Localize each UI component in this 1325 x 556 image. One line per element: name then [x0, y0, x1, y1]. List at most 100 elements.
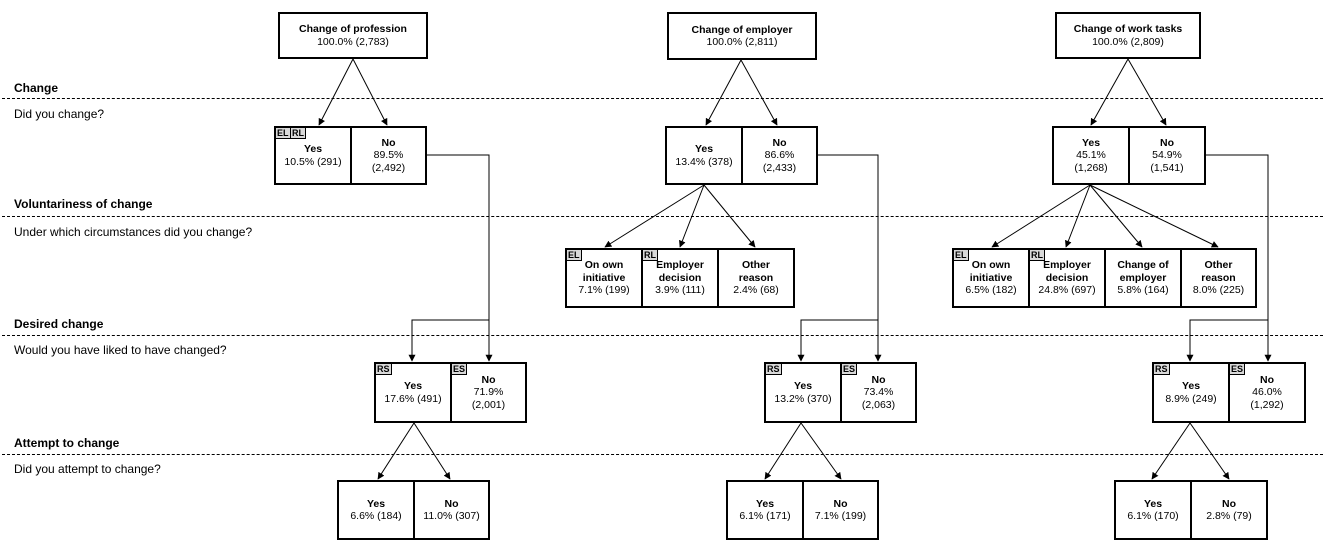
- node-value: 7.1% (199): [814, 510, 867, 522]
- tag-el: EL: [275, 127, 291, 139]
- profession-attempt-no: No 11.0% (307): [413, 480, 490, 540]
- node-label-line2: reason: [1201, 271, 1236, 284]
- node-title: Change of work tasks: [1073, 23, 1183, 35]
- node-label: No: [444, 497, 459, 510]
- question-attempt: Did you attempt to change?: [14, 462, 161, 476]
- node-label: On own: [584, 259, 624, 272]
- tag-es: ES: [841, 363, 858, 375]
- node-value-count: (1,541): [1150, 161, 1184, 174]
- node-label: Yes: [793, 380, 813, 392]
- node-value: 10.5% (291): [284, 155, 342, 168]
- worktasks-attempt-no: No 2.8% (79): [1190, 480, 1268, 540]
- node-value: 3.9% (111): [655, 284, 705, 297]
- tag-rl: RL: [642, 249, 658, 261]
- node-value-count: (2,492): [371, 161, 406, 174]
- employer-attempt-yes: Yes 6.1% (171): [726, 480, 804, 540]
- node-value: 8.9% (249): [1165, 392, 1217, 405]
- section-label-attempt: Attempt to change: [14, 436, 120, 450]
- node-value: 6.5% (182): [965, 284, 1017, 297]
- node-label-line2: decision: [658, 271, 702, 284]
- node-label: Other: [741, 259, 770, 272]
- tag-rl: RL: [290, 127, 306, 139]
- worktasks-circumstance-employer-decision: RL Employer decision 24.8% (697): [1028, 248, 1106, 308]
- node-label: No: [772, 136, 787, 149]
- employer-circumstance-employer-decision: RL Employer decision 3.9% (111): [641, 248, 719, 308]
- profession-desired-no: ES No 71.9% (2,001): [450, 362, 527, 423]
- node-value: 54.9%: [1152, 149, 1182, 162]
- node-label: Yes: [303, 143, 323, 155]
- node-value: 100.0% (2,809): [1092, 35, 1164, 48]
- node-label: No: [871, 373, 886, 386]
- node-value: 89.5%: [373, 149, 404, 162]
- profession-change-no: No 89.5% (2,492): [350, 126, 427, 185]
- node-label: Yes: [1081, 136, 1101, 149]
- node-value: 13.2% (370): [774, 392, 832, 405]
- node-label: No: [1260, 373, 1274, 386]
- node-label: No: [833, 497, 848, 510]
- divider-voluntariness: [2, 216, 1323, 217]
- node-label-line2: initiative: [582, 271, 626, 284]
- tag-el: EL: [953, 249, 969, 261]
- node-label-line2: reason: [738, 271, 774, 284]
- node-value: 86.6%: [764, 149, 795, 162]
- worktasks-desired-yes: RS Yes 8.9% (249): [1152, 362, 1230, 423]
- node-label: Employer: [1043, 259, 1091, 272]
- worktasks-circumstance-other-reason: Other reason 8.0% (225): [1180, 248, 1257, 308]
- tag-rl: RL: [1029, 249, 1045, 261]
- node-label: No: [1160, 136, 1174, 149]
- node-label: Yes: [1143, 497, 1163, 510]
- node-value-count: (1,268): [1074, 161, 1108, 174]
- node-label: Yes: [1181, 380, 1201, 392]
- section-label-desired-change: Desired change: [14, 317, 104, 331]
- node-value: 46.0%: [1252, 386, 1282, 399]
- node-label: No: [481, 373, 496, 386]
- node-value: 11.0% (307): [423, 510, 480, 522]
- node-label: On own: [971, 259, 1011, 272]
- node-title: Change of profession: [299, 23, 407, 35]
- node-label: Employer: [656, 259, 704, 272]
- node-value: 71.9%: [473, 386, 504, 399]
- node-label: No: [1222, 497, 1236, 510]
- node-label: Other: [1204, 259, 1233, 272]
- root-change-of-profession: Change of profession 100.0% (2,783): [278, 12, 428, 59]
- root-change-of-employer: Change of employer 100.0% (2,811): [667, 12, 817, 60]
- worktasks-circumstance-own-initiative: EL On own initiative 6.5% (182): [952, 248, 1030, 308]
- employer-circumstance-own-initiative: EL On own initiative 7.1% (199): [565, 248, 643, 308]
- node-label-line2: initiative: [969, 271, 1013, 284]
- node-label-line2: employer: [1119, 271, 1167, 284]
- divider-attempt: [2, 454, 1323, 455]
- node-value: 13.4% (378): [675, 155, 733, 168]
- node-label: Yes: [403, 380, 423, 392]
- worktasks-change-no: No 54.9% (1,541): [1128, 126, 1206, 185]
- node-value: 6.1% (171): [739, 510, 791, 522]
- node-label: No: [381, 136, 396, 149]
- employer-change-yes: Yes 13.4% (378): [665, 126, 743, 185]
- employer-change-no: No 86.6% (2,433): [741, 126, 818, 185]
- node-title: Change of employer: [691, 23, 793, 36]
- question-did-you-change: Did you change?: [14, 107, 105, 121]
- node-value: 73.4%: [863, 386, 894, 399]
- node-value: 5.8% (164): [1117, 284, 1169, 297]
- tag-rs: RS: [375, 363, 392, 375]
- worktasks-attempt-yes: Yes 6.1% (170): [1114, 480, 1192, 540]
- worktasks-circumstance-change-of-employer: Change of employer 5.8% (164): [1104, 248, 1182, 308]
- node-label: Change of: [1117, 259, 1169, 272]
- node-value: 24.8% (697): [1038, 284, 1096, 297]
- tag-el: EL: [566, 249, 582, 261]
- node-value: 7.1% (199): [578, 284, 630, 297]
- employer-attempt-no: No 7.1% (199): [802, 480, 879, 540]
- node-value-count: (2,433): [762, 161, 797, 174]
- node-value: 8.0% (225): [1192, 284, 1245, 297]
- worktasks-change-yes: Yes 45.1% (1,268): [1052, 126, 1130, 185]
- tag-rs: RS: [765, 363, 782, 375]
- node-value: 17.6% (491): [384, 392, 442, 405]
- node-value: 6.6% (184): [350, 510, 402, 522]
- node-label-line2: decision: [1045, 271, 1089, 284]
- node-value: 100.0% (2,783): [317, 35, 389, 48]
- node-value: 2.8% (79): [1206, 510, 1252, 522]
- node-value: 100.0% (2,811): [706, 36, 778, 48]
- node-value-count: (1,292): [1250, 398, 1284, 411]
- tag-es: ES: [451, 363, 468, 375]
- node-label: Yes: [755, 497, 775, 510]
